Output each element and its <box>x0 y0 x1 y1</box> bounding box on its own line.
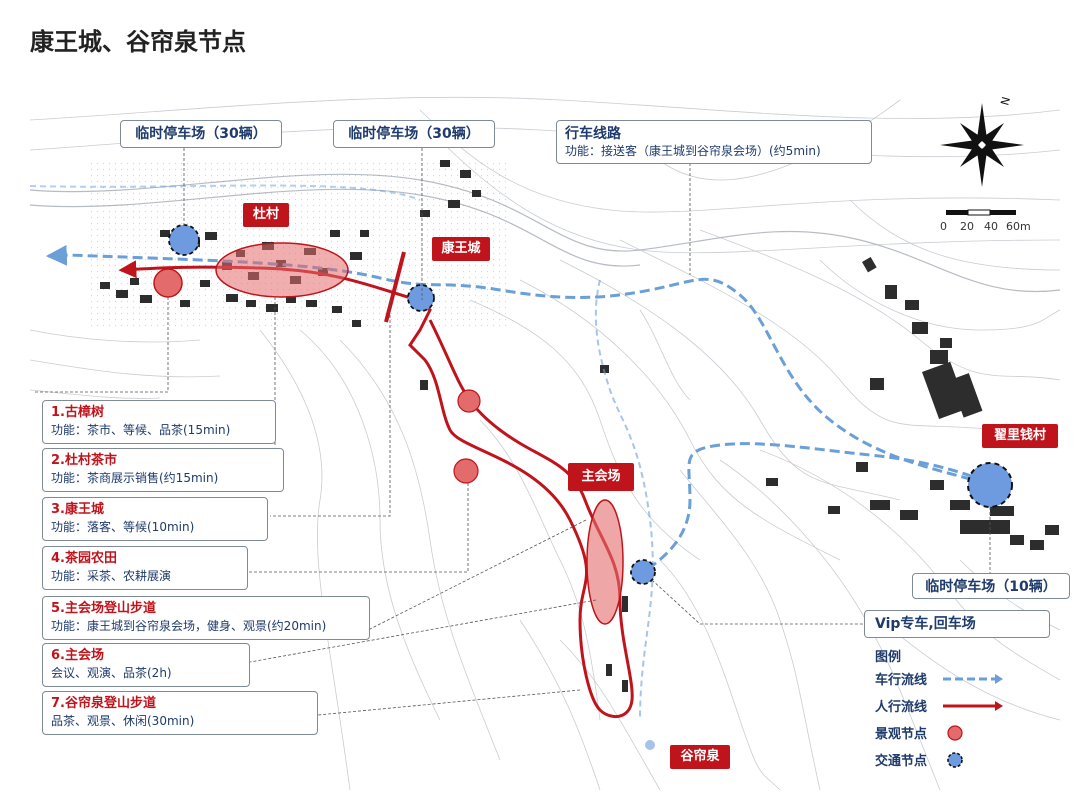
gate-bar <box>384 251 406 323</box>
vip-label: Vip专车,回车场 <box>864 610 1050 638</box>
legend-label-landscape: 景观节点 <box>875 727 928 742</box>
place-tag-main-venue: 主会场 <box>568 463 634 491</box>
item-1-desc: 功能：茶市、等候、品茶(15min) <box>51 423 231 437</box>
place-tag-ducun: 杜村 <box>243 203 289 227</box>
place-tag-gulianquan: 谷帘泉 <box>670 745 730 769</box>
item-4-title: 4.茶园农田 <box>51 551 117 566</box>
item-7-desc: 品茶、观景、休闲(30min) <box>51 714 195 728</box>
item-2: 2.杜村茶市 功能：茶商展示销售(约15min) <box>42 448 284 492</box>
legend-label-traffic: 交通节点 <box>875 754 928 769</box>
vehicle-route <box>29 184 1001 721</box>
legend-label-vehicle: 车行流线 <box>875 673 928 688</box>
item-2-desc: 功能：茶商展示销售(约15min) <box>51 471 219 485</box>
scale-bar <box>946 209 1016 216</box>
legend: 图例 车行流线 人行流线 景观节点 交通节点 <box>875 646 1015 773</box>
legend-pedestrian-line-icon <box>943 700 1003 711</box>
legend-row-traffic: 交通节点 <box>875 746 1015 773</box>
item-6: 6.主会场 会议、观演、品茶(2h) <box>42 643 250 687</box>
legend-row-landscape: 景观节点 <box>875 719 1015 746</box>
traffic-node-left-parking <box>168 224 200 256</box>
leader-lines <box>34 148 991 716</box>
item-3-desc: 功能：落客、等候(10min) <box>51 520 195 534</box>
item-1: 1.古樟树 功能：茶市、等候、品茶(15min) <box>42 400 276 444</box>
parking-label-middle: 临时停车场（30辆） <box>333 120 495 148</box>
item-7-title: 7.谷帘泉登山步道 <box>51 696 156 711</box>
legend-traffic-node-icon <box>947 751 963 768</box>
right-village-buildings <box>420 257 1059 692</box>
vehicle-route-desc: 功能：接送客（康王城到谷帘泉会场）(约5min) <box>565 144 821 158</box>
traffic-node-kangwangcheng <box>407 284 435 312</box>
legend-row-pedestrian: 人行流线 <box>875 692 1015 719</box>
item-6-title: 6.主会场 <box>51 648 104 663</box>
scale-label-40: 40 <box>984 220 998 233</box>
main-venue-area <box>586 499 624 625</box>
parking-label-left: 临时停车场（30辆） <box>120 120 282 148</box>
item-3: 3.康王城 功能：落客、等候(10min) <box>42 497 268 541</box>
traffic-node-vip <box>630 559 656 585</box>
place-tag-zaoliqian: 翟里钱村 <box>982 424 1058 448</box>
route-end-dot <box>645 740 655 750</box>
vehicle-route-box: 行车线路 功能：接送客（康王城到谷帘泉会场）(约5min) <box>556 120 872 164</box>
traffic-node-right-parking <box>967 462 1013 508</box>
item-5-title: 5.主会场登山步道 <box>51 601 156 616</box>
compass-north: N <box>998 95 1013 106</box>
page-title: 康王城、谷帘泉节点 <box>30 28 246 56</box>
legend-row-vehicle: 车行流线 <box>875 665 1015 692</box>
landscape-node-2 <box>453 458 479 484</box>
item-1-title: 1.古樟树 <box>51 405 104 420</box>
legend-vehicle-line-icon <box>943 673 1003 684</box>
item-3-title: 3.康王城 <box>51 502 104 517</box>
scale-label-0: 0 <box>940 220 947 233</box>
parking-label-right: 临时停车场（10辆） <box>912 573 1070 599</box>
legend-landscape-node-icon <box>947 724 963 741</box>
legend-title: 图例 <box>875 650 902 665</box>
item-5: 5.主会场登山步道 功能：康王城到谷帘泉会场，健身、观景(约20min) <box>42 596 370 640</box>
scale-label-20: 20 <box>960 220 974 233</box>
item-6-desc: 会议、观演、品茶(2h) <box>51 666 172 680</box>
item-7: 7.谷帘泉登山步道 品茶、观景、休闲(30min) <box>42 691 318 735</box>
compass-rose <box>940 103 1024 187</box>
vehicle-route-title: 行车线路 <box>565 126 621 142</box>
item-4-desc: 功能：采茶、农耕展演 <box>51 569 172 583</box>
place-tag-kangwangcheng: 康王城 <box>432 237 490 261</box>
landscape-node-1 <box>457 389 481 413</box>
du-village-area <box>215 242 349 298</box>
landscape-node-camphor <box>153 268 183 298</box>
legend-label-pedestrian: 人行流线 <box>875 700 928 715</box>
item-5-desc: 功能：康王城到谷帘泉会场，健身、观景(约20min) <box>51 619 327 633</box>
item-4: 4.茶园农田 功能：采茶、农耕展演 <box>42 546 248 590</box>
scale-label-60: 60m <box>1006 220 1031 233</box>
item-2-title: 2.杜村茶市 <box>51 453 117 468</box>
